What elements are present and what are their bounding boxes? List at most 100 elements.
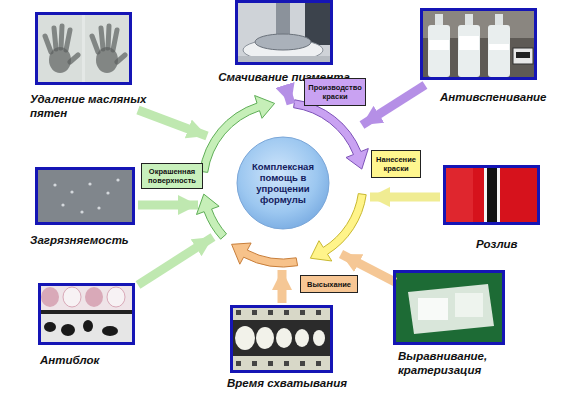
photo-panel: Загрязняемость [35,167,135,225]
photo-caption: Розлив [476,237,536,251]
sample-cup [63,287,81,307]
drying-blob [295,329,309,347]
film-hole [236,310,241,315]
stage-box: Производство краски [304,78,366,106]
film-hole [268,310,273,315]
block-mark [61,324,75,336]
bottles-photo [420,8,537,80]
feeder-arrow [138,237,213,285]
photo-caption: Загрязняемость [30,233,148,247]
stage-label: Окрашенная поверхность [142,167,202,185]
test-card [455,293,483,317]
photo-background [420,8,537,80]
film-hole [300,361,305,366]
photo-background [35,167,135,225]
finger [61,26,62,48]
machine-body [305,0,333,45]
stage-box: Окрашенная поверхность [141,163,203,189]
dirt-dot [53,183,56,186]
bottle-neck [495,14,503,26]
mixer-shaft [276,0,290,34]
levelling-photo [393,270,505,345]
photo-panel: Выравнивание, кратеризация [393,270,505,345]
dirt-dot [88,182,91,185]
bottle [428,25,450,77]
photo-background [235,0,333,65]
cycle-arrow [197,194,227,239]
photo-panel: Время схватывания [230,305,333,373]
finger [108,26,109,48]
photo-background [230,305,333,373]
test-strip [38,314,135,345]
sample-cup [41,287,59,307]
paint-highlight [443,165,473,225]
stage-label: Высыхание [307,280,351,289]
finger [113,30,117,50]
feeder-arrow [138,110,207,136]
foam [429,40,449,50]
surface-photo [35,167,135,225]
cycle-arrow [232,243,298,267]
finger [101,28,103,49]
drying-blob [256,327,274,349]
block-mark [102,326,118,336]
film-strip [230,320,333,356]
foam [489,44,509,50]
bottle [458,25,480,77]
finger [66,30,70,50]
set-time-photo [230,305,333,373]
mixer-photo [235,0,333,65]
block-mark [83,320,93,332]
red-drawdown-photo [443,165,540,225]
test-card [418,298,448,320]
photo-caption: Антиблок [40,353,150,367]
dirt-dot [116,178,119,181]
photo-panel: Розлив [443,165,540,225]
stage-label: Нанесение краски [372,155,420,173]
drying-blob [276,328,292,348]
circle-shape [237,137,329,229]
photo-panel: Антиблок [38,283,135,345]
finger [45,36,51,52]
drying-blob [313,330,325,346]
foam [459,36,479,50]
photo-caption: Время схватывания [227,376,377,390]
timer [513,48,533,64]
film-hole [284,310,289,315]
stripe-edge [484,165,487,225]
film-hole [252,361,257,366]
machine-base [238,56,330,62]
cycle-ring [197,96,369,267]
photo-caption: Антивспенивание [440,90,565,104]
black-stripe [487,165,497,225]
stage-box: Нанесение краски [371,150,421,178]
finger [117,55,125,62]
dirt-dot [97,206,100,209]
photo-background [38,283,135,345]
center-circle: Комплексная помощь в упрощении формулы [236,136,330,230]
sample-cup [107,287,125,307]
photo-caption: Удаление масляных пятен [30,92,155,120]
film-hole [284,361,289,366]
dirt-dot [106,191,109,194]
test-panel [408,284,494,334]
film-hole [236,361,241,366]
bottle-neck [465,14,473,26]
divider [38,310,135,314]
stage-box: Высыхание [300,275,358,293]
feeder-arrow [362,85,425,125]
block-mark [44,322,56,332]
feeder-arrow [138,201,198,210]
sample-cup [85,287,103,307]
bottle-neck [435,14,443,26]
photo-panel-left [38,15,82,82]
feeder-arrow [286,88,291,104]
stripe-edge [497,165,500,225]
photo-background [443,165,540,225]
mixer-disc [255,34,311,50]
dirt-dot [61,203,64,206]
feeder-arrow [278,270,287,303]
